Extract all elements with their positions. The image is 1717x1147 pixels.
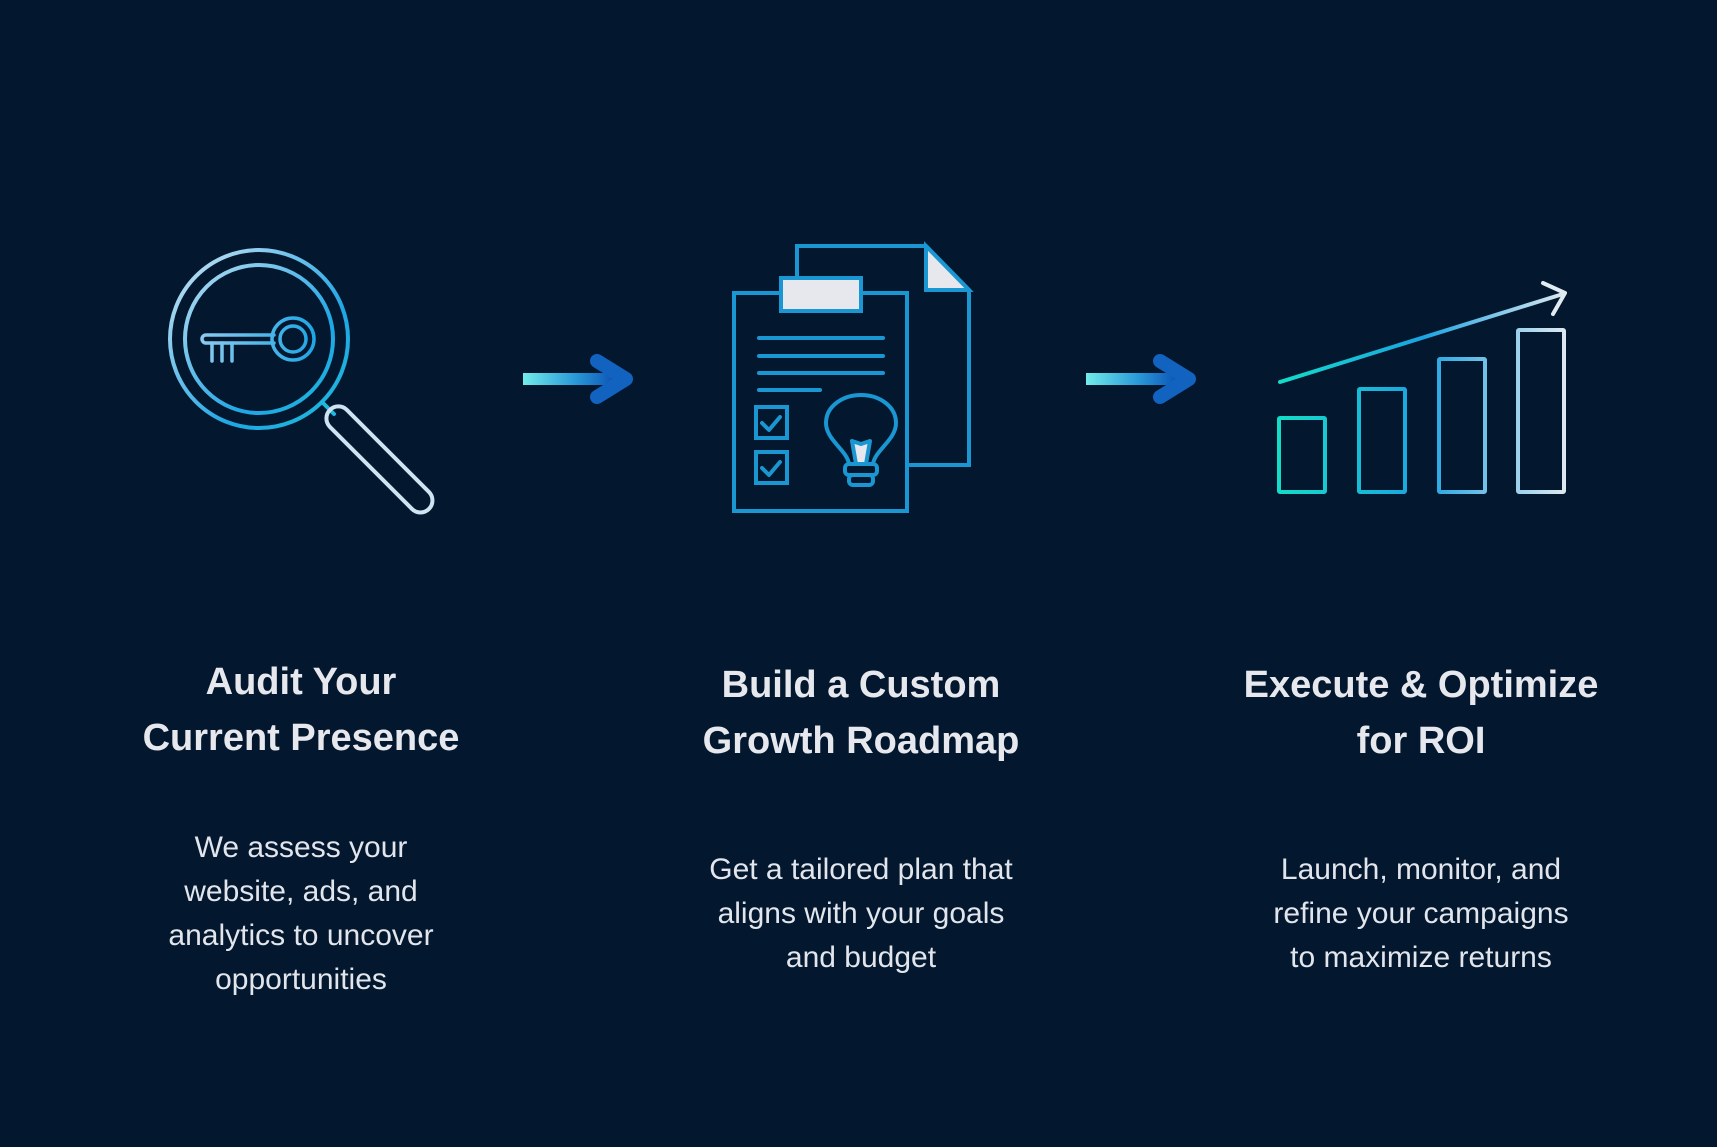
step-title-line: for ROI bbox=[1356, 720, 1486, 762]
step-title-line: Audit Your bbox=[205, 661, 397, 703]
arrow-right-icon bbox=[1086, 354, 1196, 404]
magnifier-key-icon bbox=[168, 248, 435, 515]
arrow-right-icon bbox=[523, 354, 633, 404]
checkbox-checked-icon bbox=[754, 405, 789, 440]
step-title-line: Build a Custom bbox=[721, 664, 1001, 706]
step-description-line: Launch, monitor, and bbox=[1280, 853, 1562, 886]
step-description-line: Get a tailored plan that bbox=[709, 853, 1013, 886]
step-description: Launch, monitor, and refine your campaig… bbox=[1211, 848, 1631, 980]
chart-bar bbox=[1277, 416, 1327, 494]
step-description-line: We assess your bbox=[194, 831, 408, 864]
magnifier-handle bbox=[324, 404, 435, 515]
lightbulb-icon bbox=[824, 393, 898, 487]
step-title-line: Current Presence bbox=[142, 717, 460, 759]
chart-bar bbox=[1357, 387, 1407, 494]
magnifier-lens bbox=[183, 263, 335, 415]
step-description-line: aligns with your goals bbox=[717, 897, 1005, 930]
chart-bar bbox=[1437, 357, 1487, 494]
step-title: Build a Custom Growth Roadmap bbox=[631, 657, 1091, 769]
step-description: Get a tailored plan that aligns with you… bbox=[651, 848, 1071, 980]
step-description-line: analytics to uncover bbox=[168, 919, 434, 952]
step-title-line: Growth Roadmap bbox=[702, 720, 1020, 762]
magnifier-outer-ring bbox=[168, 248, 350, 430]
step-description-line: website, ads, and bbox=[184, 875, 418, 908]
step-title: Execute & Optimize for ROI bbox=[1191, 657, 1651, 769]
magnifier-neck bbox=[320, 400, 336, 416]
step-description-line: and budget bbox=[785, 941, 937, 974]
step-title-line: Execute & Optimize bbox=[1243, 664, 1599, 706]
clipboard-lightbulb-icon bbox=[732, 241, 974, 513]
step-description: We assess your website, ads, and analyti… bbox=[91, 826, 511, 1002]
trend-arrowhead bbox=[1541, 281, 1567, 316]
text-lines bbox=[757, 336, 885, 392]
chart-bar bbox=[1516, 328, 1566, 494]
step-title: Audit Your Current Presence bbox=[71, 654, 531, 766]
step-description-line: refine your campaigns bbox=[1273, 897, 1569, 930]
trend-line bbox=[1278, 292, 1565, 384]
page-fold bbox=[924, 241, 974, 292]
growth-chart-icon bbox=[1277, 281, 1567, 494]
key-icon bbox=[200, 316, 316, 363]
clipboard-clip bbox=[779, 276, 863, 313]
step-description-line: opportunities bbox=[215, 963, 387, 996]
step-description-line: to maximize returns bbox=[1290, 941, 1552, 974]
checkbox-checked-icon bbox=[754, 450, 789, 485]
